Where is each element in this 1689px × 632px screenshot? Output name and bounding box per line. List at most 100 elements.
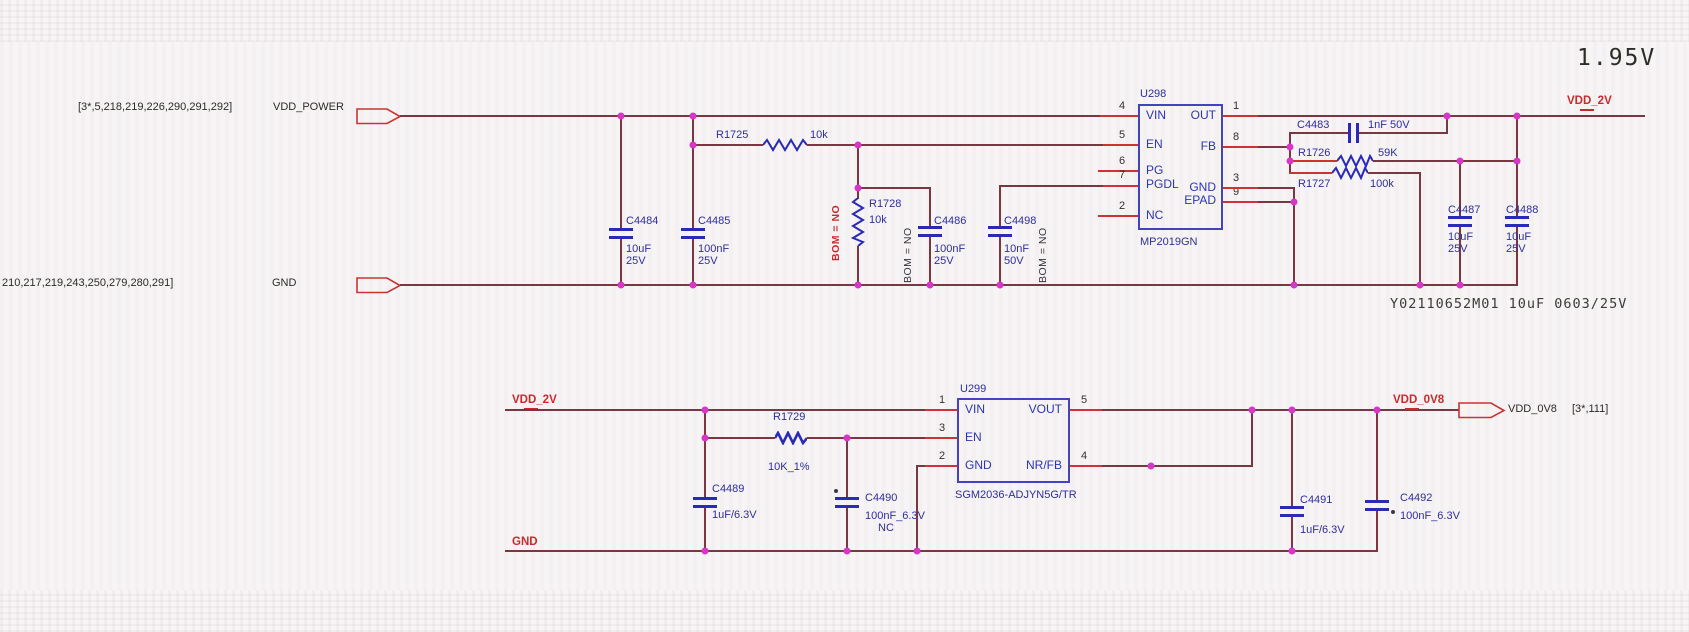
- wire: [505, 550, 1378, 552]
- vdd-0v8-port-refs: [3*,111]: [1572, 403, 1609, 415]
- capacitor-plate: [988, 234, 1012, 237]
- capacitor-value: 10uF: [1506, 231, 1532, 243]
- vdd-power-refs: [3*,5,218,219,226,290,291,292]: [78, 101, 233, 113]
- capacitor-plate: [918, 234, 942, 237]
- wire: [1373, 160, 1518, 162]
- wire: [1289, 132, 1349, 134]
- capacitor-plate: [1356, 123, 1359, 143]
- net-label-vdd2v-in: VDD_2V: [512, 394, 557, 406]
- junction-dot: [1513, 157, 1521, 165]
- capacitor-plate: [1505, 224, 1529, 227]
- resistor-ref: R1729: [773, 411, 806, 423]
- pin-name-nrfb: NR/FB: [1026, 458, 1062, 472]
- chip-u298: [1138, 104, 1223, 230]
- capacitor-ref: C4485: [698, 215, 731, 227]
- vdd-power-label: VDD_POWER: [273, 101, 344, 113]
- wire: [505, 409, 925, 411]
- capacitor-ref: C4491: [1300, 494, 1333, 506]
- junction-dot: [1290, 281, 1298, 289]
- wire: [692, 115, 694, 228]
- capacitor-ref: C4484: [626, 215, 659, 227]
- pin-stub: [925, 409, 957, 411]
- chip-u299: [957, 398, 1070, 483]
- capacitor-value: 10uF: [1448, 231, 1474, 243]
- junction-dot: [1147, 462, 1155, 470]
- capacitor-value: 100nF: [698, 243, 730, 255]
- wire: [1102, 409, 1459, 411]
- polarity-mark: [1391, 510, 1395, 514]
- capacitor-value: 1uF/6.3V: [712, 509, 757, 521]
- resistor-value: 59K: [1378, 147, 1398, 159]
- wire: [929, 237, 931, 285]
- net-label-vdd2v: VDD_2V: [1567, 95, 1612, 107]
- wire: [1251, 409, 1253, 467]
- pin-stub: [1098, 215, 1138, 217]
- vdd-0v8-port-icon: [1458, 402, 1506, 419]
- pin-number: 1: [938, 394, 946, 406]
- wire: [857, 246, 859, 285]
- chip-part: SGM2036-ADJYN5G/TR: [955, 489, 1077, 501]
- wire: [1258, 115, 1645, 117]
- junction-dot: [854, 281, 862, 289]
- pin-name-gnd: GND: [965, 458, 992, 472]
- resistor-value: 10K_1%: [768, 461, 810, 473]
- wire: [620, 115, 622, 228]
- pin-stub: [1070, 465, 1102, 467]
- wire: [1459, 227, 1461, 285]
- resistor-ref: R1726: [1298, 147, 1331, 159]
- junction-dot: [617, 281, 625, 289]
- junction-dot: [1456, 157, 1464, 165]
- wire: [400, 284, 1518, 286]
- gnd-port-icon: [356, 277, 402, 294]
- junction-dot: [996, 281, 1004, 289]
- pin-stub: [925, 437, 957, 439]
- vdd-0v8-port-name: VDD_0V8: [1508, 403, 1557, 415]
- pin-name-en: EN: [965, 430, 982, 444]
- resistor-zigzag: [1332, 166, 1368, 180]
- wire: [1291, 409, 1293, 506]
- capacitor-plate: [835, 505, 859, 508]
- resistor-ref: R1727: [1298, 178, 1331, 190]
- capacitor-voltage: 25V: [698, 255, 718, 267]
- junction-dot: [1416, 281, 1424, 289]
- scan-noise-top: [0, 0, 1689, 42]
- chip-part: MP2019GN: [1140, 236, 1198, 248]
- pin-number: 1: [1232, 100, 1240, 112]
- capacitor-value: 1nF 50V: [1368, 119, 1410, 131]
- resistor-zigzag: [775, 431, 807, 445]
- capacitor-ref: C4498: [1004, 215, 1037, 227]
- net-label-anchor: [1580, 109, 1594, 111]
- wire: [1289, 132, 1291, 174]
- wire: [857, 144, 859, 199]
- wire: [704, 409, 706, 439]
- wire: [1359, 132, 1448, 134]
- pin-number: 2: [1118, 200, 1126, 212]
- wire: [857, 187, 931, 189]
- capacitor-plate: [835, 497, 859, 500]
- output-voltage-note: 1.95V: [1577, 45, 1657, 71]
- pin-name-gnd: GND: [1189, 180, 1216, 194]
- junction-dot: [1373, 406, 1381, 414]
- junction-dot: [843, 434, 851, 442]
- wire: [916, 465, 918, 551]
- pin-number: 2: [938, 450, 946, 462]
- capacitor-plate: [1348, 123, 1351, 143]
- wire: [692, 115, 694, 145]
- capacitor-ref: C4488: [1506, 204, 1539, 216]
- capacitor-plate: [693, 497, 717, 500]
- capacitor-ref: C4486: [934, 215, 967, 227]
- capacitor-plate: [609, 228, 633, 231]
- wire: [1289, 172, 1332, 174]
- scan-noise-bottom: [0, 590, 1689, 632]
- wire: [692, 144, 763, 146]
- capacitor-value: 1uF/6.3V: [1300, 524, 1345, 536]
- wire: [704, 437, 775, 439]
- capacitor-voltage: 50V: [1004, 255, 1024, 267]
- pin-name-nc: NC: [1146, 208, 1164, 222]
- junction-dot: [843, 547, 851, 555]
- pin-name-out: OUT: [1190, 108, 1216, 122]
- pin-number: 6: [1118, 155, 1126, 167]
- wire: [846, 508, 848, 551]
- junction-dot: [1456, 281, 1464, 289]
- resistor-value: 100k: [1370, 178, 1394, 190]
